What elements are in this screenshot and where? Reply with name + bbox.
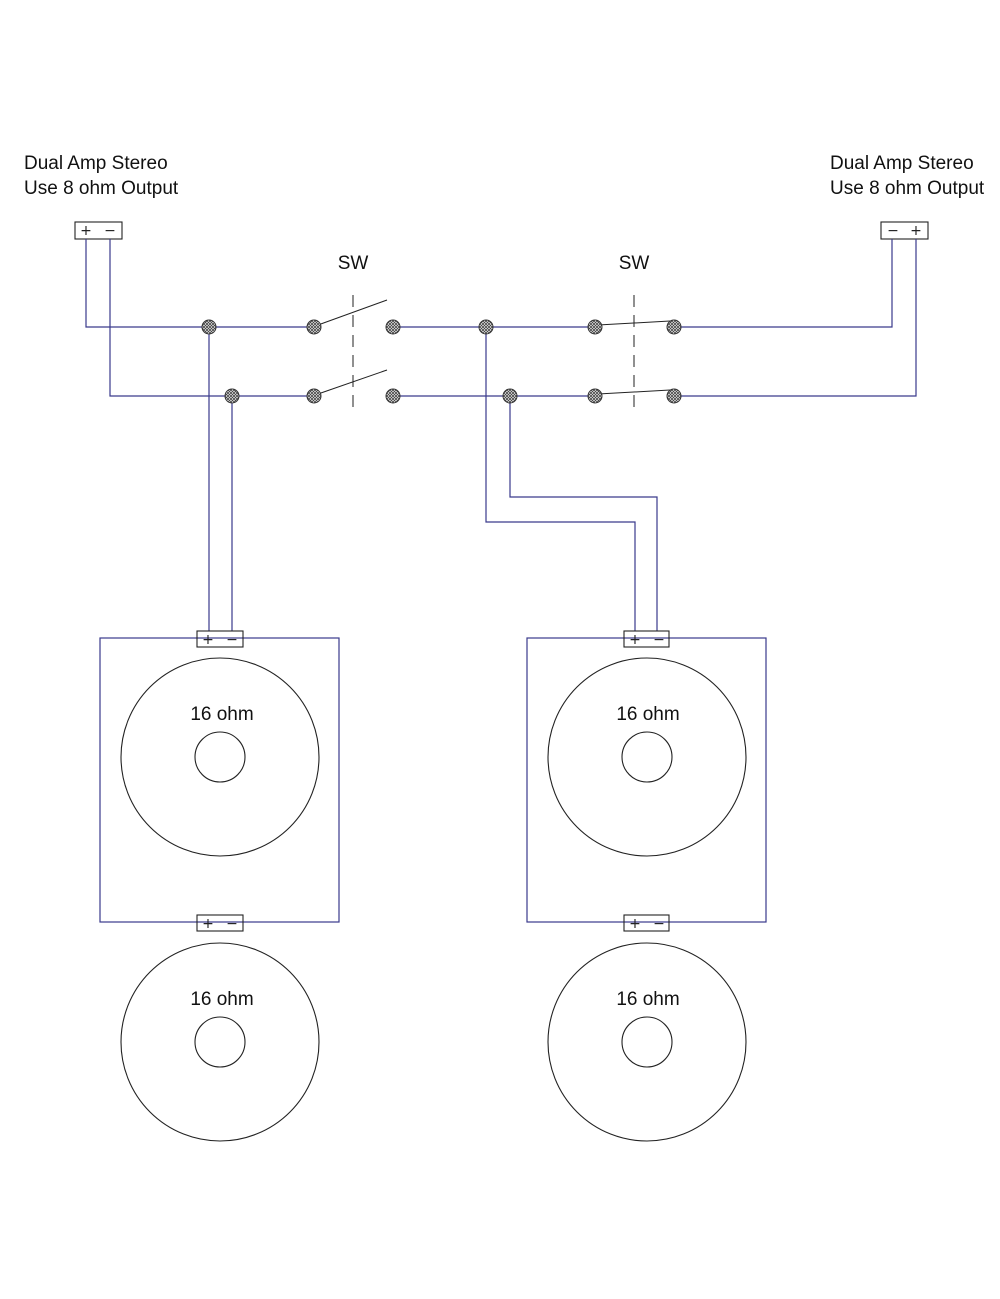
cabinet-right-input-terminal: + − <box>623 630 670 648</box>
terminal-pos: + <box>202 632 214 648</box>
amp-left-label-line2: Use 8 ohm Output <box>24 178 179 199</box>
amp-left-label-line1: Dual Amp Stereo <box>24 153 168 174</box>
speaker-left-lower: 16 ohm <box>120 942 320 1142</box>
switch-contact <box>385 319 401 335</box>
amp-left-terminal-neg: − <box>104 223 116 239</box>
switch-contact <box>385 388 401 404</box>
junction-nodes <box>201 319 682 404</box>
cabinet-right-output-terminal: + − <box>623 914 670 932</box>
switch-left-label: SW <box>338 253 369 274</box>
terminal-neg: − <box>226 916 238 932</box>
cabinet-left-output-terminal: + − <box>196 914 244 932</box>
switch-contact <box>666 319 682 335</box>
terminal-pos: + <box>629 916 641 932</box>
cabinet-left-input-terminal: + − <box>196 630 244 648</box>
terminal-neg: − <box>653 916 665 932</box>
cabinet-left: + − 16 ohm + − <box>99 630 340 932</box>
switch-right <box>597 295 671 410</box>
wires <box>85 239 917 631</box>
junction-node <box>502 388 518 404</box>
speaker-left-upper-label: 16 ohm <box>190 704 253 725</box>
amp-left-output-terminal: + − <box>74 221 123 240</box>
speaker-left-upper: 16 ohm <box>120 657 320 857</box>
switch-contact <box>587 388 603 404</box>
speaker-right-upper-label: 16 ohm <box>616 704 679 725</box>
speaker-right-lower: 16 ohm <box>547 942 747 1142</box>
terminal-neg: − <box>653 632 665 648</box>
terminal-pos: + <box>629 632 641 648</box>
speaker-right-lower-label: 16 ohm <box>616 989 679 1010</box>
amp-right-label-line2: Use 8 ohm Output <box>830 178 985 199</box>
amp-right-output-terminal: − + <box>880 221 929 240</box>
junction-node <box>478 319 494 335</box>
speaker-right-upper: 16 ohm <box>547 657 747 857</box>
amp-left-terminal-pos: + <box>80 223 92 239</box>
switch-right-label: SW <box>619 253 650 274</box>
switch-contact <box>306 319 322 335</box>
junction-node <box>224 388 240 404</box>
switch-contact <box>666 388 682 404</box>
speaker-left-lower-label: 16 ohm <box>190 989 253 1010</box>
cabinet-right: + − 16 ohm + − <box>526 630 767 932</box>
amp-right-terminal-neg: − <box>887 223 899 239</box>
switch-contact <box>306 388 322 404</box>
switch-left <box>317 295 388 410</box>
switch-contact <box>587 319 603 335</box>
amp-right-terminal-pos: + <box>910 223 922 239</box>
terminal-pos: + <box>202 916 214 932</box>
terminal-neg: − <box>226 632 238 648</box>
amp-right-label-line1: Dual Amp Stereo <box>830 153 974 174</box>
junction-node <box>201 319 217 335</box>
